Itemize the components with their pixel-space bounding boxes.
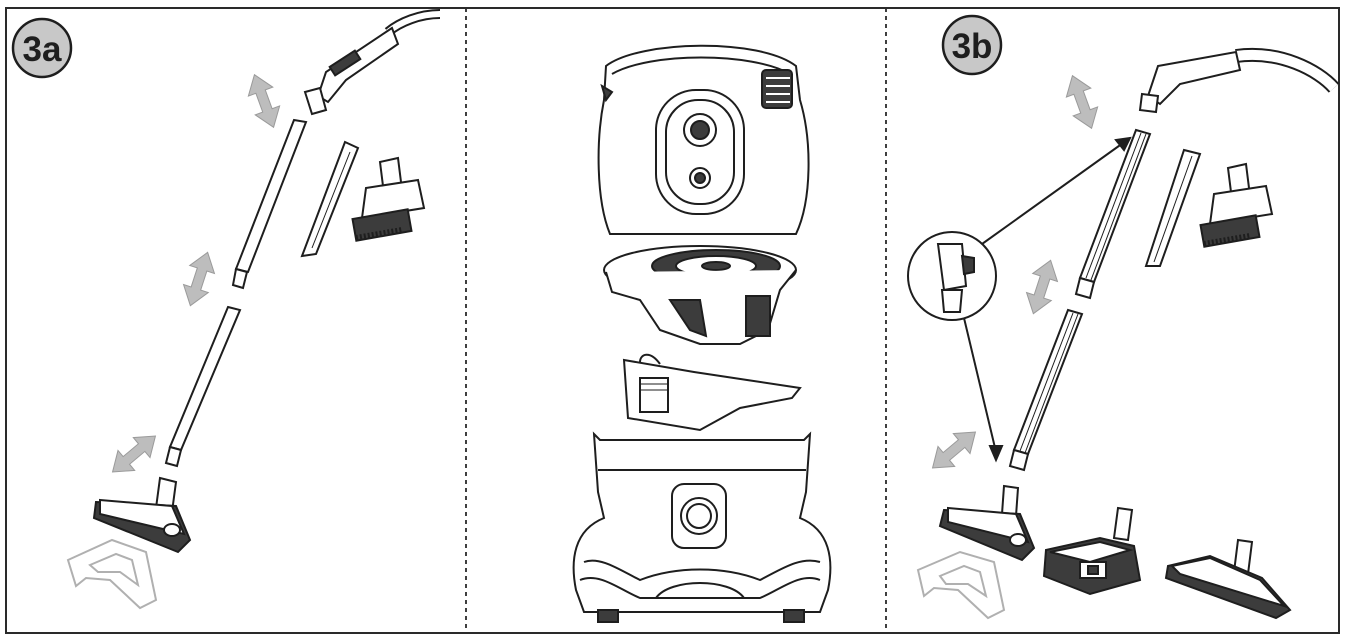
turbo-brush-icon	[1042, 506, 1142, 596]
panel-exploded-view	[572, 44, 832, 623]
vacuum-hose-handle-icon	[1138, 47, 1340, 114]
connect-arrow-icon	[241, 69, 287, 133]
telescopic-tube-icon	[1008, 308, 1084, 472]
telescopic-tube-icon	[164, 305, 242, 468]
telescopic-tube-icon	[1074, 128, 1152, 300]
step-badge-3b: 3b	[941, 14, 1003, 76]
crevice-nozzle-icon	[1144, 148, 1202, 267]
parquet-nozzle-icon	[66, 538, 158, 610]
step-badge-3a: 3a	[11, 17, 73, 79]
vacuum-hose-handle-icon	[303, 9, 441, 116]
vacuum-lid-icon	[597, 44, 810, 235]
panel-3b: 3b	[907, 14, 1340, 620]
connect-arrow-icon	[103, 425, 165, 483]
connect-arrow-icon	[1059, 70, 1105, 134]
svg-text:3a: 3a	[23, 30, 62, 69]
upholstery-brush-icon	[1199, 162, 1274, 248]
floor-nozzle-icon	[938, 484, 1036, 562]
telescopic-tube-icon	[231, 118, 308, 290]
crevice-nozzle-icon	[300, 140, 360, 258]
dust-bag-icon	[622, 353, 802, 432]
tube-lock-detail-callout	[907, 136, 1132, 463]
panel-3a: 3a	[11, 9, 441, 610]
parquet-nozzle-icon	[916, 550, 1006, 620]
parquet-nozzle-icon	[1164, 538, 1292, 620]
floor-nozzle-icon	[92, 476, 192, 554]
outer-frame	[5, 7, 1340, 634]
connect-arrow-icon	[177, 247, 221, 311]
connect-arrow-icon	[923, 421, 985, 479]
upholstery-brush-icon	[351, 156, 426, 242]
vacuum-body-icon	[572, 431, 832, 623]
connect-arrow-icon	[1020, 255, 1064, 319]
svg-text:3b: 3b	[952, 27, 993, 66]
motor-filter-disc-icon	[603, 245, 797, 345]
